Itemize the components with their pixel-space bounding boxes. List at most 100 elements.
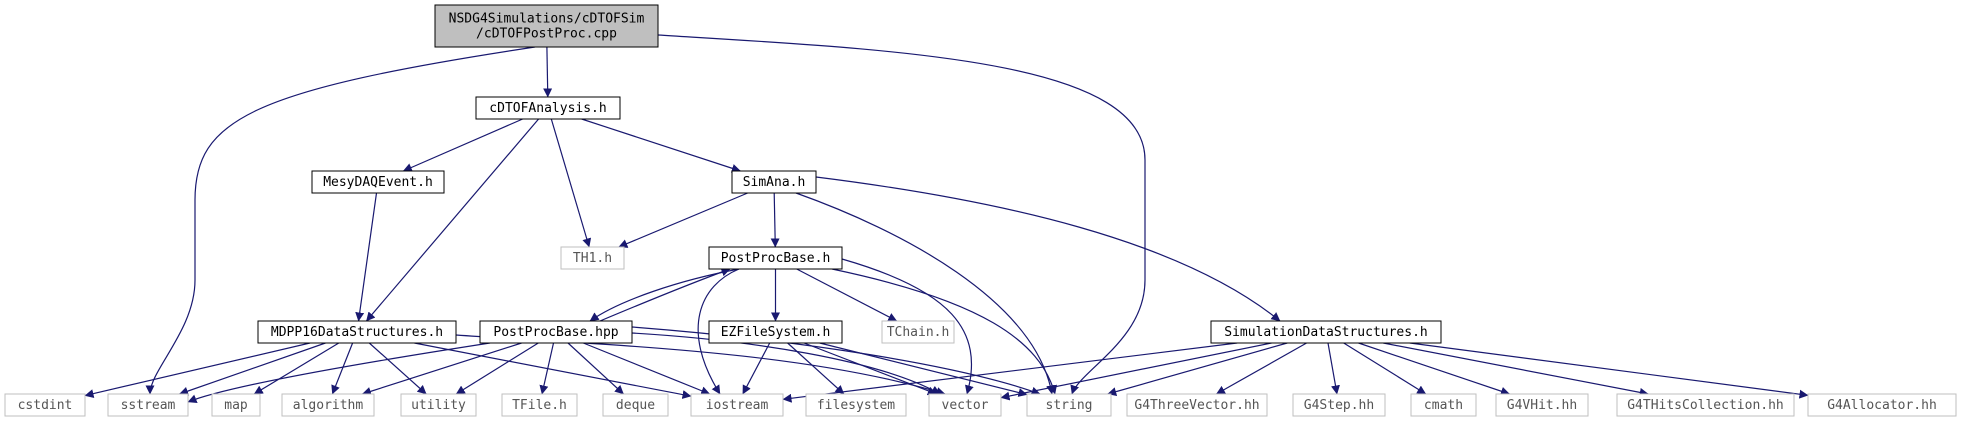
node-mdpp16[interactable]: MDPP16DataStructures.h <box>257 320 457 344</box>
node-tfile: TFile.h <box>501 393 578 417</box>
node-box-vector <box>928 393 1002 417</box>
node-box-cdtofanalysis <box>475 96 621 120</box>
node-label-simana: SimAna.h <box>743 175 806 190</box>
node-label-deque: deque <box>616 398 655 413</box>
node-box-algorithm <box>281 393 375 417</box>
edge-cdtofanalysis-to-mesydaqevent <box>402 118 523 172</box>
node-box-mdpp16 <box>257 320 457 344</box>
node-g4thitscollection: G4THitsCollection.hh <box>1616 393 1795 417</box>
node-box-g4step <box>1292 393 1386 417</box>
node-box-ezfilesystem <box>708 320 843 344</box>
edge-root-to-cdtofanalysis <box>543 46 553 98</box>
node-label-root: /cDTOFPostProc.cpp <box>476 27 617 42</box>
edge-simana-to-postprocbase_h <box>770 192 780 248</box>
node-label-cstdint: cstdint <box>18 398 73 413</box>
node-ezfilesystem[interactable]: EZFileSystem.h <box>708 320 843 344</box>
node-box-utility <box>400 393 477 417</box>
edge-simdatastruct-to-g4thitscollection <box>1383 342 1649 397</box>
edge-postprocbase_h-to-string <box>831 268 1058 395</box>
edge-ezfilesystem-to-string <box>819 342 1028 397</box>
node-label-g4thitscollection: G4THitsCollection.hh <box>1627 398 1784 413</box>
node-label-ezfilesystem: EZFileSystem.h <box>721 325 831 340</box>
node-box-postprocbase_hpp <box>479 320 633 344</box>
edge-simana-to-string <box>795 192 1055 395</box>
edge-simana-to-simdatastruct <box>815 176 1281 322</box>
node-iostream: iostream <box>690 393 784 417</box>
node-box-deque <box>602 393 669 417</box>
edge-postprocbase_h-to-vector <box>841 258 974 395</box>
node-label-g4step: G4Step.hh <box>1304 398 1374 413</box>
node-sstream: sstream <box>107 393 189 417</box>
node-label-sstream: sstream <box>121 398 176 413</box>
edge-mesydaqevent-to-mdpp16 <box>355 192 378 322</box>
node-th1: TH1.h <box>560 246 625 270</box>
node-label-postprocbase_h: PostProcBase.h <box>721 251 831 266</box>
node-label-mesydaqevent: MesyDAQEvent.h <box>323 175 433 190</box>
edge-root-to-sstream <box>145 46 536 395</box>
node-label-cdtofanalysis: cDTOFAnalysis.h <box>489 101 606 116</box>
node-label-tfile: TFile.h <box>512 398 567 413</box>
node-label-iostream: iostream <box>706 398 769 413</box>
node-label-g4allocator: G4Allocator.hh <box>1827 398 1937 413</box>
node-box-g4vhit <box>1495 393 1589 417</box>
node-simana[interactable]: SimAna.h <box>731 170 817 194</box>
edge-simdatastruct-to-g4vhit <box>1358 342 1510 396</box>
node-map: map <box>211 393 261 417</box>
edge-root-to-string <box>657 34 1146 395</box>
node-g4threevector: G4ThreeVector.hh <box>1126 393 1268 417</box>
node-box-g4threevector <box>1126 393 1268 417</box>
node-string: string <box>1026 393 1112 417</box>
edge-cdtofanalysis-to-simana <box>581 118 741 173</box>
node-postprocbase_hpp[interactable]: PostProcBase.hpp <box>479 320 633 344</box>
node-filesystem: filesystem <box>805 393 907 417</box>
edge-mdpp16-to-utility <box>368 342 427 395</box>
node-label-map: map <box>224 398 248 413</box>
node-g4step: G4Step.hh <box>1292 393 1386 417</box>
edge-postprocbase_hpp-to-algorithm <box>361 342 522 396</box>
nodes-layer: NSDG4Simulations/cDTOFSim/cDTOFPostProc.… <box>4 4 1957 417</box>
node-simdatastruct[interactable]: SimulationDataStructures.h <box>1210 320 1442 344</box>
node-label-cmath: cmath <box>1424 398 1463 413</box>
node-label-algorithm: algorithm <box>293 398 364 413</box>
edge-postprocbase_hpp-to-tfile <box>539 342 555 395</box>
node-box-cmath <box>1410 393 1477 417</box>
node-cdtofanalysis[interactable]: cDTOFAnalysis.h <box>475 96 621 120</box>
node-box-g4thitscollection <box>1616 393 1795 417</box>
node-label-string: string <box>1046 398 1093 413</box>
edge-postprocbase_hpp-to-iostream <box>583 342 711 395</box>
node-deque: deque <box>602 393 669 417</box>
node-g4vhit: G4VHit.hh <box>1495 393 1589 417</box>
edge-simdatastruct-to-g4allocator <box>1409 342 1809 399</box>
node-cstdint: cstdint <box>4 393 86 417</box>
edge-postprocbase_hpp-to-string <box>631 326 1041 396</box>
edge-mdpp16-to-sstream <box>179 342 326 396</box>
edge-postprocbase_hpp-to-vector <box>631 332 941 395</box>
edge-mdpp16-to-map <box>253 342 340 395</box>
node-label-postprocbase_hpp: PostProcBase.hpp <box>493 325 618 340</box>
node-box-g4allocator <box>1807 393 1957 417</box>
edge-simana-to-th1 <box>618 192 748 248</box>
edge-postprocbase_hpp-to-utility <box>455 342 539 395</box>
edge-postprocbase_h-to-iostream <box>697 268 740 395</box>
edge-mdpp16-to-cstdint <box>84 342 311 399</box>
node-box-postprocbase_h <box>708 246 843 270</box>
edges-layer <box>84 34 1809 403</box>
node-box-map <box>211 393 261 417</box>
edge-mdpp16-to-vector <box>455 334 946 396</box>
node-g4allocator: G4Allocator.hh <box>1807 393 1957 417</box>
edge-mdpp16-to-algorithm <box>331 342 354 395</box>
node-root[interactable]: NSDG4Simulations/cDTOFSim/cDTOFPostProc.… <box>434 4 659 48</box>
edge-simdatastruct-to-vector <box>1000 342 1272 401</box>
node-box-cstdint <box>4 393 86 417</box>
node-box-simdatastruct <box>1210 320 1442 344</box>
edge-postprocbase_hpp-to-sstream <box>187 342 491 403</box>
node-box-th1 <box>560 246 625 270</box>
edge-cdtofanalysis-to-mdpp16 <box>365 118 540 322</box>
node-label-mdpp16: MDPP16DataStructures.h <box>271 325 443 340</box>
node-mesydaqevent[interactable]: MesyDAQEvent.h <box>311 170 445 194</box>
edge-postprocbase_hpp-to-deque <box>567 342 624 395</box>
node-label-simdatastruct: SimulationDataStructures.h <box>1224 325 1428 340</box>
node-label-vector: vector <box>942 398 989 413</box>
node-postprocbase_h[interactable]: PostProcBase.h <box>708 246 843 270</box>
